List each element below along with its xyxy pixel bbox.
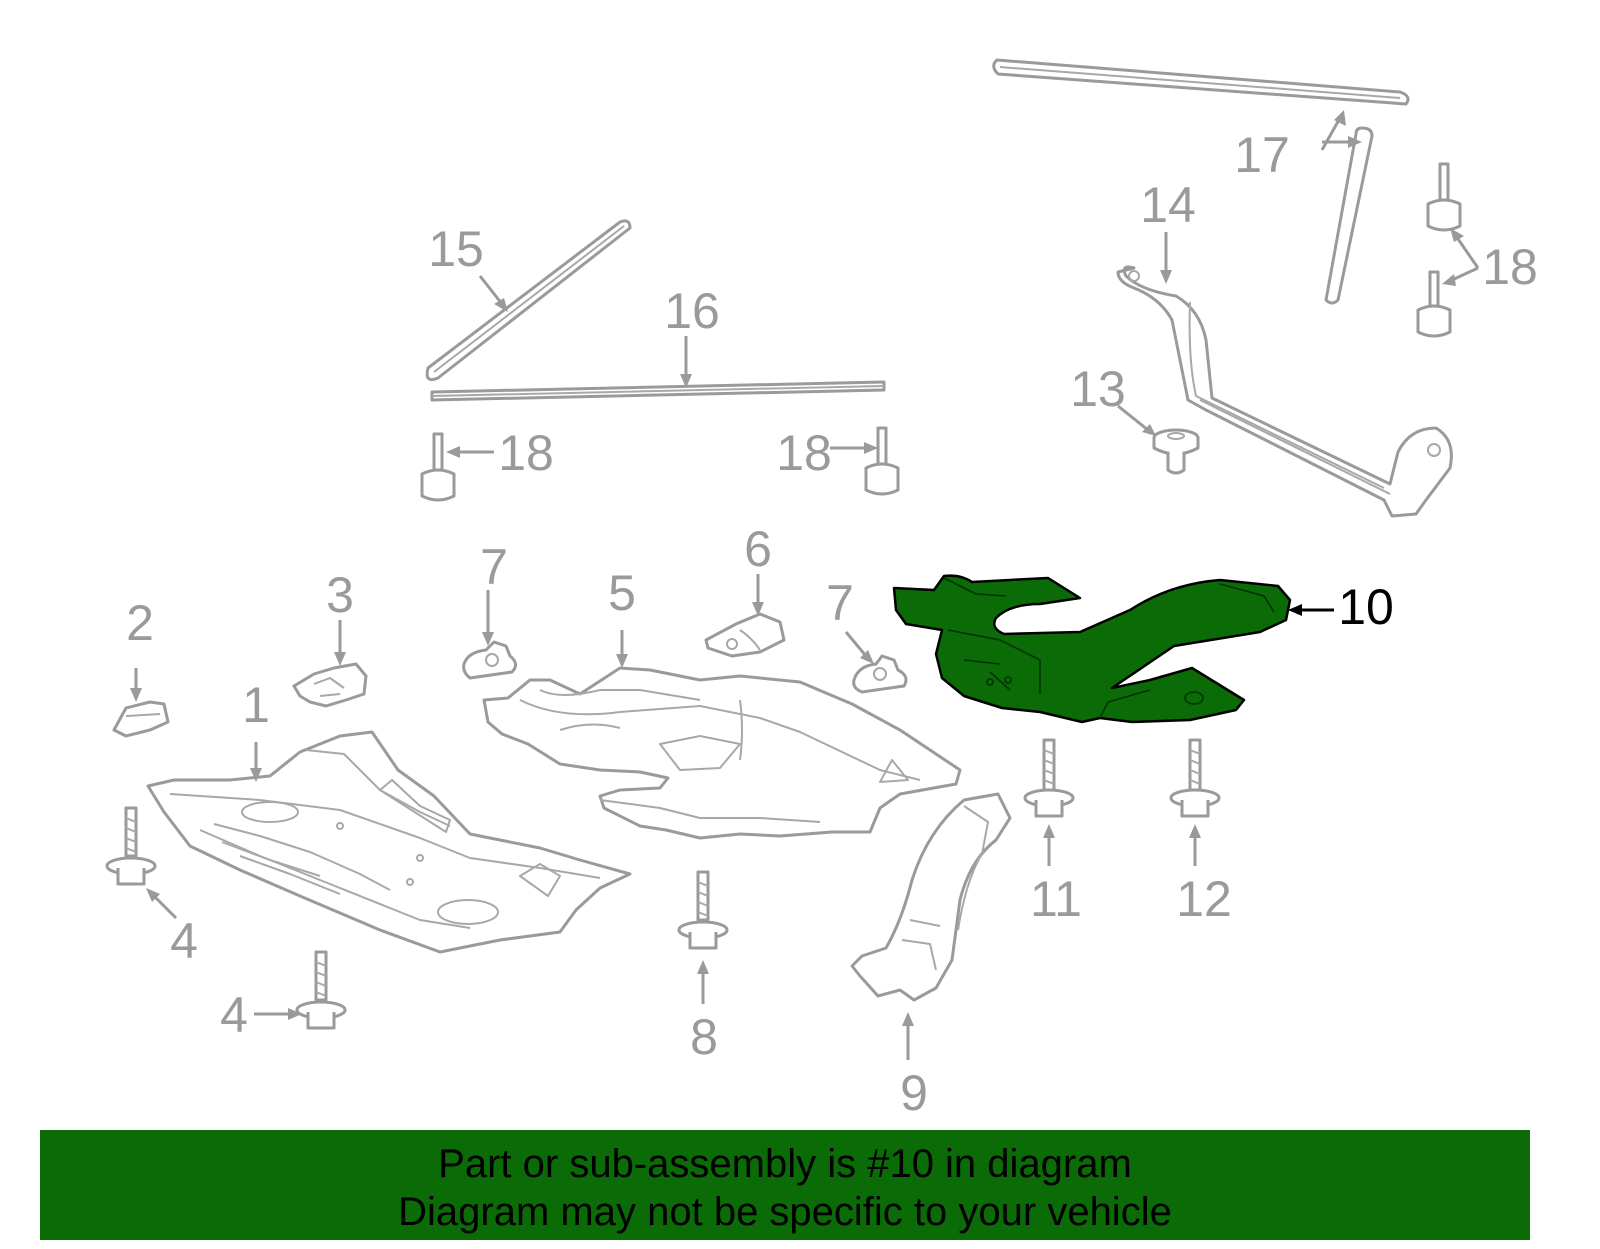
callout-17: 17 (1234, 127, 1290, 183)
callout-labels: 17 14 18 15 16 13 18 18 7 6 5 7 10 3 2 1… (126, 127, 1538, 1121)
part-7-clip-right (852, 654, 908, 694)
part-18-bolt-right-upper (1426, 162, 1462, 232)
callout-7-right: 7 (826, 575, 854, 631)
part-4-bolt-lower (295, 950, 347, 1030)
callout-2: 2 (126, 595, 154, 651)
part-18-bolt-right-lower (1416, 270, 1452, 338)
part-18-bolt-left (420, 432, 456, 502)
callout-7-left: 7 (480, 539, 508, 595)
part-15-strip (425, 219, 632, 382)
part-10-highlighted-shield (892, 574, 1292, 724)
parts-diagram: 17 14 18 15 16 13 18 18 7 6 5 7 10 3 2 1… (105, 58, 1538, 1121)
callout-11: 11 (1030, 871, 1082, 927)
part-4-bolt-upper (105, 806, 157, 886)
part-9-bracket (850, 792, 1012, 1002)
callout-15: 15 (428, 221, 484, 277)
part-3-clip (292, 662, 368, 708)
callout-5: 5 (608, 565, 636, 621)
callout-16: 16 (664, 283, 720, 339)
callout-4-lower: 4 (220, 987, 248, 1043)
callout-18-left: 18 (498, 425, 554, 481)
part-5-center-shield (482, 666, 962, 840)
part-17-strip (992, 58, 1410, 305)
part-18-bolt-middle (864, 426, 900, 496)
callout-10: 10 (1338, 579, 1394, 635)
callout-6: 6 (744, 521, 772, 577)
part-16-strip (430, 380, 886, 402)
banner-line-1: Part or sub-assembly is #10 in diagram (438, 1142, 1132, 1186)
callout-1: 1 (242, 677, 270, 733)
part-7-clip-left (462, 640, 517, 680)
part-12-bolt (1169, 738, 1221, 818)
callout-18-right: 18 (1482, 239, 1538, 295)
part-1-front-shield (146, 730, 632, 954)
part-8-bolt (677, 870, 729, 950)
callout-arrows (130, 110, 1480, 1060)
callout-4-upper: 4 (170, 913, 198, 969)
callout-9: 9 (900, 1065, 928, 1121)
part-11-bolt (1023, 738, 1075, 818)
part-6-clip (704, 612, 786, 658)
callout-14: 14 (1140, 177, 1196, 233)
callout-12: 12 (1176, 871, 1232, 927)
info-banner: Part or sub-assembly is #10 in diagram D… (40, 1130, 1530, 1240)
callout-3: 3 (326, 567, 354, 623)
callout-18-middle: 18 (776, 425, 832, 481)
callout-13: 13 (1070, 361, 1126, 417)
part-2-clip (112, 700, 170, 738)
part-14-brace (1116, 265, 1453, 518)
part-13-grommet (1152, 428, 1200, 475)
callout-8: 8 (690, 1009, 718, 1065)
banner-line-2: Diagram may not be specific to your vehi… (398, 1190, 1172, 1234)
